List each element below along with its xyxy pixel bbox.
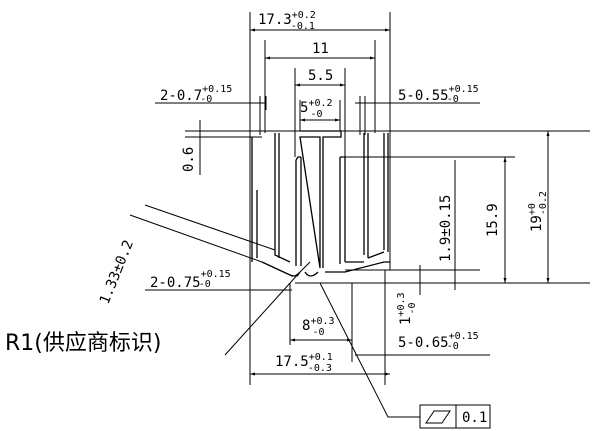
dim-5: 5+0.2-0 [300,98,333,120]
flatness-icon [425,410,451,424]
dim-15-9: 15.9 [485,203,501,237]
dim-1: 1+0.3-0 [396,292,418,325]
dim-1-33: 1.33±0.2 [97,238,137,307]
flatness-frame: 0.1 [419,404,491,429]
dim-5-0-55: 5-0.55+0.15-0 [398,84,479,105]
dim-0-6: 0.6 [181,147,197,172]
extension-lines [185,12,590,385]
dim-8: 8+0.3-0 [302,316,335,338]
dim-17-3: 17.3+0.2-0.1 [258,10,316,32]
dimension-lines [129,28,550,376]
leaders [224,261,420,418]
dim-5-0-65: 5-0.65+0.15-0 [398,331,479,352]
dim-19: 19+0-0.2 [527,191,549,232]
dim-2-0-75: 2-0.75+0.15-0 [150,269,231,291]
supplier-mark-note: R1(供应商标识) [5,331,161,356]
dim-5-5: 5.5 [308,68,333,84]
dim-11: 11 [312,41,329,57]
flatness-tolerance: 0.1 [462,410,487,426]
dim-17-5: 17.5+0.1-0.3 [275,352,333,374]
heatsink-profile [251,130,390,277]
dim-2-0-7: 2-0.7+0.15-0 [160,84,232,105]
dim-1-9: 1.9±0.15 [438,195,454,262]
